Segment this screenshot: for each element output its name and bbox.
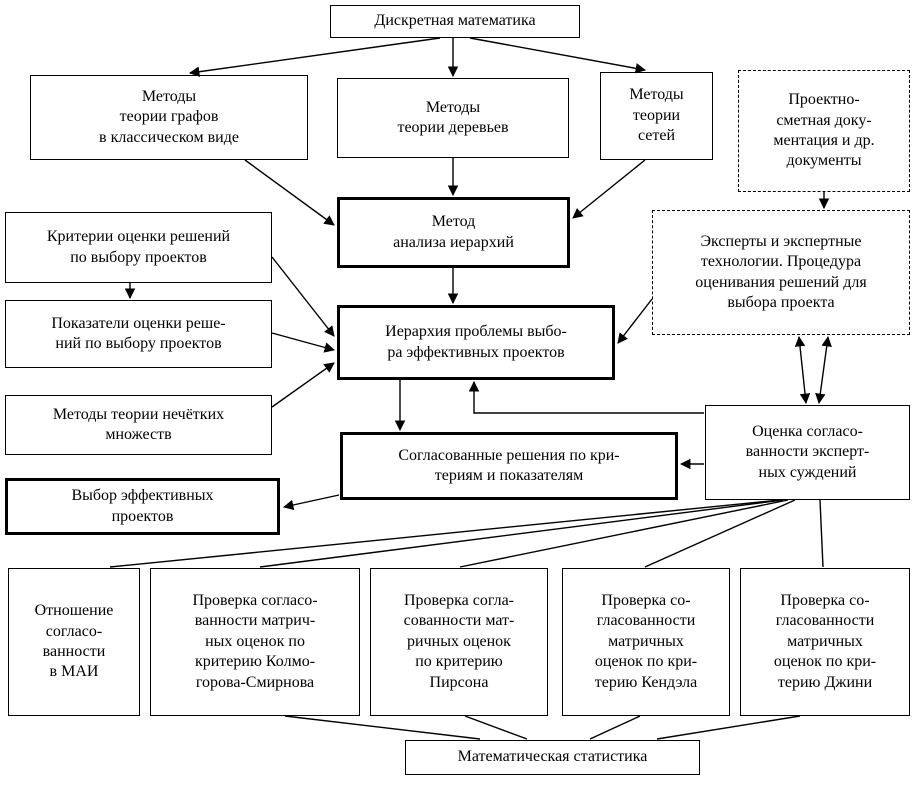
edge-kolmogorov-to-stats xyxy=(284,715,481,740)
node-pearson-check: Проверка согла- сованности мат- ричных о… xyxy=(370,568,548,716)
edge-discrete-to-network xyxy=(469,37,647,74)
node-math-statistics: Математическая статистика xyxy=(405,740,700,775)
edge-consistency-to-pearson xyxy=(459,499,789,568)
node-experts: Эксперты и экспертные технологии. Процед… xyxy=(652,210,910,335)
node-fuzzy-sets: Методы теории нечётких множеств xyxy=(5,395,272,455)
edge-experts-to-hierarchy xyxy=(617,298,653,344)
edge-consistency-to-hierarchy xyxy=(468,380,704,414)
node-discrete-math: Дискретная математика xyxy=(330,5,580,38)
node-tree-methods: Методы теории деревьев xyxy=(337,78,569,158)
node-agreed-solutions: Согласованные решения по кри- териям и п… xyxy=(340,432,678,500)
node-hierarchy-method: Метод анализа иерархий xyxy=(337,197,570,268)
edge-gini-to-stats xyxy=(656,715,801,740)
node-criteria: Критерии оценки решений по выбору проект… xyxy=(5,212,272,283)
node-network-methods: Методы теории сетей xyxy=(600,72,713,160)
edge-kendall-to-stats xyxy=(589,715,641,740)
edge-pearson-to-stats xyxy=(464,715,528,740)
node-kendall-check: Проверка со- гласованности матричных оце… xyxy=(562,568,730,716)
node-mai-ratio: Отношение согласо- ванности в МАИ xyxy=(8,568,140,716)
node-kolmogorov-check: Проверка согласо- ванности матрич- ных о… xyxy=(150,568,360,716)
edge-indicators-to-hierarchy xyxy=(271,332,336,353)
edge-discrete-to-graph xyxy=(188,37,441,77)
edge-fuzzy-to-hierarchy xyxy=(271,362,335,408)
edge-network-to-ahp xyxy=(572,159,646,219)
edge-criteria-to-hierarchy xyxy=(271,256,335,337)
node-consistency-eval: Оценка согласо- ванности эксперт- ных су… xyxy=(705,405,910,500)
node-graph-methods: Методы теории графов в классическом виде xyxy=(30,75,308,160)
edge-agreed-to-choice xyxy=(282,494,340,511)
node-gini-check: Проверка со- гласованности матричных оце… xyxy=(740,568,910,716)
node-project-choice: Выбор эффективных проектов xyxy=(5,478,280,535)
node-indicators: Показатели оценки реше- ний по выбору пр… xyxy=(5,300,272,368)
node-hierarchy-problem: Иерархия проблемы выбо- ра эффективных п… xyxy=(337,305,615,380)
edge-consistency-to-gini xyxy=(819,499,824,568)
edge-experts-consistency-2 xyxy=(815,335,832,405)
node-project-docs: Проектно- сметная доку- ментация и др. д… xyxy=(738,70,910,192)
edge-consistency-to-kendall xyxy=(644,499,796,568)
edge-consistency-to-kolmogorov xyxy=(259,499,784,568)
edge-experts-consistency-1 xyxy=(794,335,811,405)
